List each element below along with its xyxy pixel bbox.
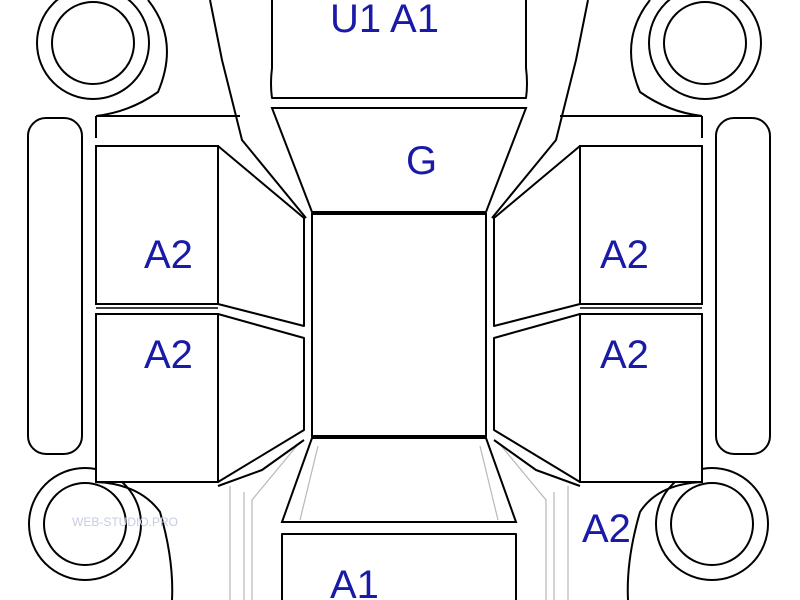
- wheel-front-left-hub: [51, 1, 135, 85]
- door-left-front-window: [217, 145, 305, 327]
- running-board-left: [27, 117, 83, 455]
- wheel-rear-left-tire: [28, 467, 142, 581]
- right-rear-fender-label: A2: [582, 507, 631, 551]
- door-right-front: [579, 145, 703, 305]
- wheel-front-left-tire: [36, 0, 150, 100]
- watermark-text: WEB-STUDIO.PRO: [72, 515, 178, 529]
- left-front-door-label: A2: [144, 233, 193, 277]
- door-right-front-window: [493, 145, 581, 327]
- fender-front-right: [630, 0, 703, 117]
- windshield-label: G: [406, 139, 437, 183]
- door-left-rear: [95, 313, 219, 483]
- door-right-rear-window: [493, 313, 581, 483]
- running-board-right: [715, 117, 771, 455]
- body-right-front-line: [491, 0, 589, 219]
- fender-rear-left: [95, 481, 174, 600]
- wheel-rear-left: [28, 467, 142, 581]
- right-rear-door-label: A2: [600, 333, 649, 377]
- wheel-front-left: [36, 0, 150, 100]
- wheel-front-right: [648, 0, 762, 100]
- roof-panel: [311, 213, 487, 437]
- body-left-front-line: [209, 0, 307, 219]
- left-rear-door-label: A2: [144, 333, 193, 377]
- door-left-front: [95, 145, 219, 305]
- wheel-rear-right-tire: [655, 467, 769, 581]
- wheel-front-right-hub: [663, 1, 747, 85]
- wheel-rear-left-hub: [43, 482, 127, 566]
- hood-panel: [270, 0, 528, 99]
- rear-window-ghost-right: [479, 445, 499, 521]
- windshield-panel: [270, 107, 528, 213]
- rear-quarter-ghost-left: [229, 441, 301, 600]
- fender-front-left: [95, 0, 168, 117]
- body-left-upper-sill: [95, 115, 240, 138]
- trunk-label: A1: [330, 563, 379, 600]
- wheel-rear-right: [655, 467, 769, 581]
- rear-window-panel: [280, 437, 518, 523]
- rear-quarter-left: [217, 439, 305, 487]
- wheel-rear-right-hub: [670, 482, 754, 566]
- right-front-door-label: A2: [600, 233, 649, 277]
- body-right-upper-sill: [560, 115, 703, 138]
- trunk-panel: [281, 533, 517, 600]
- fender-rear-right: [626, 481, 703, 600]
- door-right-rear: [579, 313, 703, 483]
- rear-quarter-ghost-right: [497, 441, 569, 600]
- hood-label: U1 A1: [330, 0, 439, 41]
- wheel-front-right-tire: [648, 0, 762, 100]
- rear-window-ghost-left: [299, 445, 319, 521]
- door-left-rear-window: [217, 313, 305, 483]
- rear-quarter-right: [493, 439, 581, 487]
